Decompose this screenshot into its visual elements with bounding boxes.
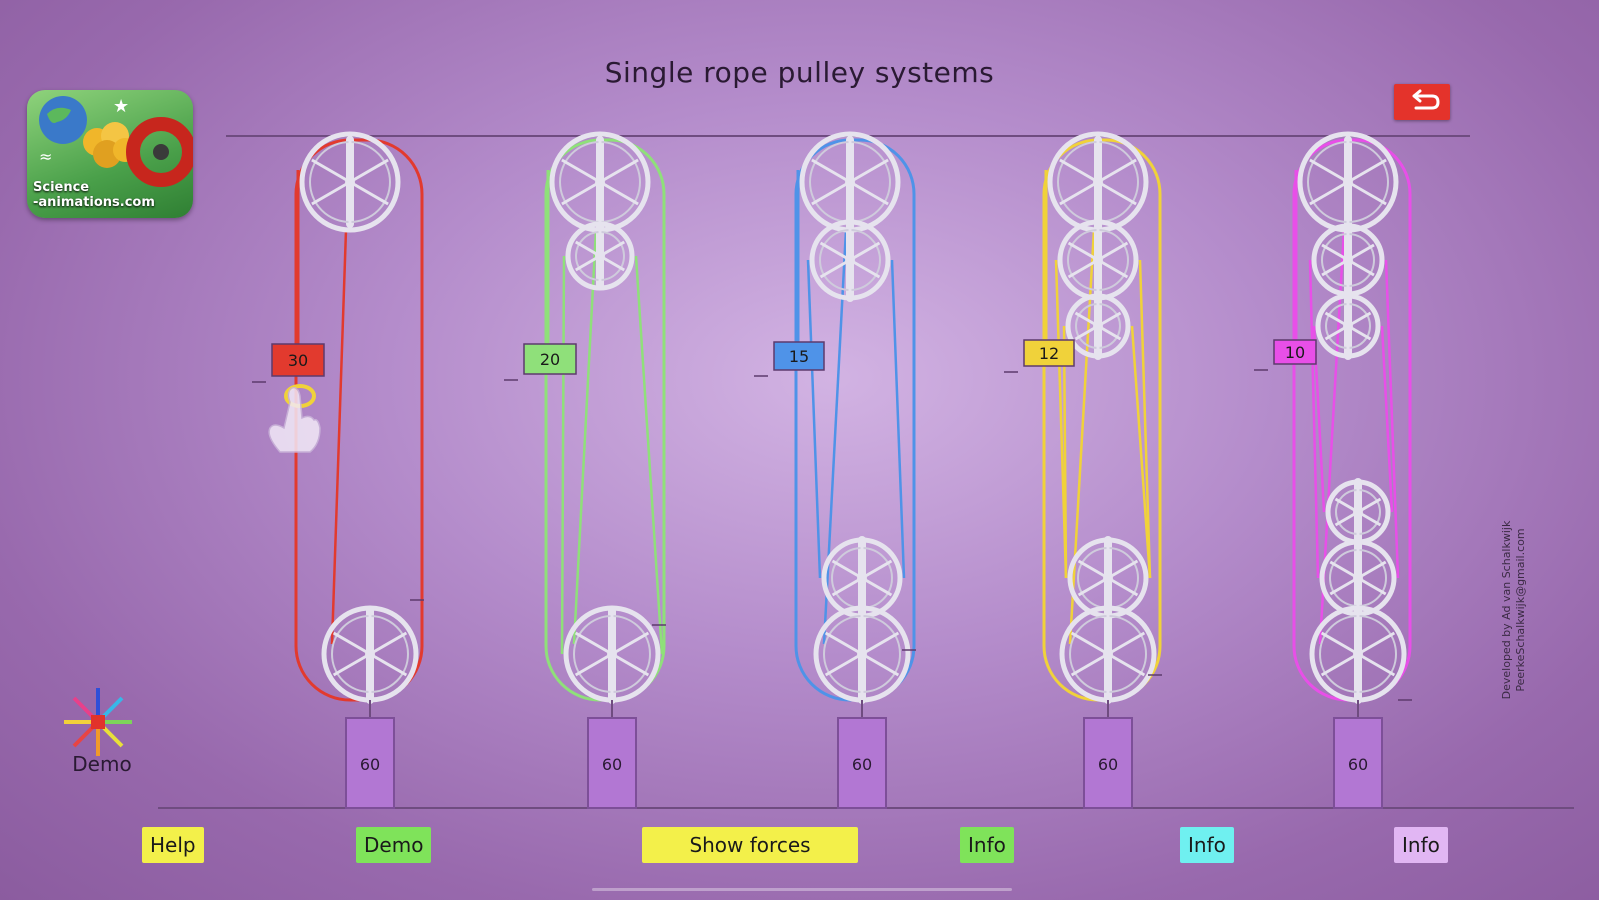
weight-value: 60 (852, 755, 872, 774)
demo-icon-label: Demo (72, 752, 132, 776)
effort-value: 10 (1285, 343, 1305, 362)
fixed-pulley-wheel-icon (809, 219, 891, 301)
show-forces-button[interactable]: Show forces (642, 827, 858, 863)
fixed-pulley-wheel-icon (1065, 293, 1131, 359)
info-button-cyan[interactable]: Info (1180, 827, 1234, 863)
back-arrow-icon (1412, 89, 1440, 110)
rope-segment (572, 229, 598, 645)
moving-pulley-wheel-icon (1325, 479, 1391, 545)
rope-segment (1138, 259, 1152, 579)
fixed-pulley-wheel-icon (1315, 293, 1381, 359)
credit-line2: PeerkeSchalkwijk@gmail.com (1514, 528, 1527, 692)
weight-value: 60 (602, 755, 622, 774)
home-indicator (592, 888, 1012, 891)
svg-text:≈: ≈ (39, 147, 52, 166)
effort-value: 15 (789, 347, 809, 366)
weight-block (587, 717, 637, 809)
moving-pulley-wheel-icon (821, 537, 903, 619)
science-animations-logo[interactable]: ★ ≈ Science -animations.com (27, 90, 193, 218)
rope-segment (1130, 325, 1152, 579)
moving-pulley-wheel-icon (1309, 605, 1407, 703)
developer-credit: Developed by Ad van Schalkwijk PeerkeSch… (1500, 480, 1528, 740)
moving-pulley-wheel-icon (1059, 605, 1157, 703)
moving-pulley-wheel-icon (1067, 537, 1149, 619)
pulley-system-3: 60 15 (754, 131, 916, 809)
moving-pulley-wheel-icon (321, 605, 419, 703)
fixed-pulley-wheel-icon (299, 131, 401, 233)
pulley-system-5: 60 10 (1254, 131, 1412, 809)
help-button[interactable]: Help (142, 827, 204, 863)
rope-segment (1308, 259, 1320, 579)
logo-text-line2: -animations.com (33, 195, 155, 210)
effort-value: 12 (1039, 344, 1059, 363)
weight-block (1083, 717, 1133, 809)
weight-value: 60 (1348, 755, 1368, 774)
effort-handle[interactable] (523, 343, 577, 375)
moving-pulley-wheel-icon (1319, 539, 1397, 617)
fixed-pulley-wheel-icon (1311, 223, 1385, 297)
rope-segment (1384, 259, 1400, 579)
effort-value: 30 (288, 351, 308, 370)
credit-line1: Developed by Ad van Schalkwijk (1500, 520, 1513, 700)
rope-segment (1062, 325, 1068, 579)
rope-segment (890, 259, 906, 579)
weight-value: 60 (360, 755, 380, 774)
pulley-system-1: 60 30 (252, 131, 424, 809)
pulley-system-4: 60 12 (1004, 131, 1162, 809)
fixed-pulley-wheel-icon (1057, 219, 1139, 301)
weight-value: 60 (1098, 755, 1118, 774)
svg-text:★: ★ (113, 96, 129, 117)
moving-pulley-wheel-icon (563, 605, 661, 703)
pulley-system-2: 60 20 (504, 131, 666, 809)
moving-pulley-wheel-icon (813, 605, 911, 703)
weight-block (345, 717, 395, 809)
weight-block (1333, 717, 1383, 809)
rope-segment (806, 259, 822, 579)
pointer-hand-icon (268, 386, 321, 453)
rope-segment (1380, 325, 1394, 513)
logo-text-line1: Science (33, 180, 90, 195)
rope-segment (330, 229, 348, 645)
fixed-pulley-wheel-icon (1047, 131, 1149, 233)
info-button-green[interactable]: Info (960, 827, 1014, 863)
effort-handle[interactable] (1273, 339, 1317, 365)
weight-block (837, 717, 887, 809)
demo-button[interactable]: Demo (356, 827, 432, 863)
demo-wheel-icon[interactable] (52, 686, 144, 758)
fixed-pulley-wheel-icon (565, 221, 635, 291)
page-title: Single rope pulley systems (604, 56, 995, 89)
fixed-pulley-wheel-icon (1297, 131, 1399, 233)
logo-artwork-icon: ★ ≈ (39, 96, 193, 187)
fixed-pulley-wheel-icon (799, 131, 901, 233)
fixed-pulley-wheel-icon (549, 131, 651, 233)
rope-segment (560, 255, 566, 655)
pulley-systems: 60 30 60 20 60 15 60 12 60 10 (252, 131, 1412, 809)
effort-handle[interactable] (1023, 339, 1075, 367)
rope-segment (634, 255, 664, 655)
effort-value: 20 (540, 350, 560, 369)
effort-handle[interactable] (271, 343, 325, 377)
effort-handle[interactable] (773, 341, 825, 371)
info-button-violet[interactable]: Info (1394, 827, 1448, 863)
back-button[interactable] (1394, 84, 1450, 120)
